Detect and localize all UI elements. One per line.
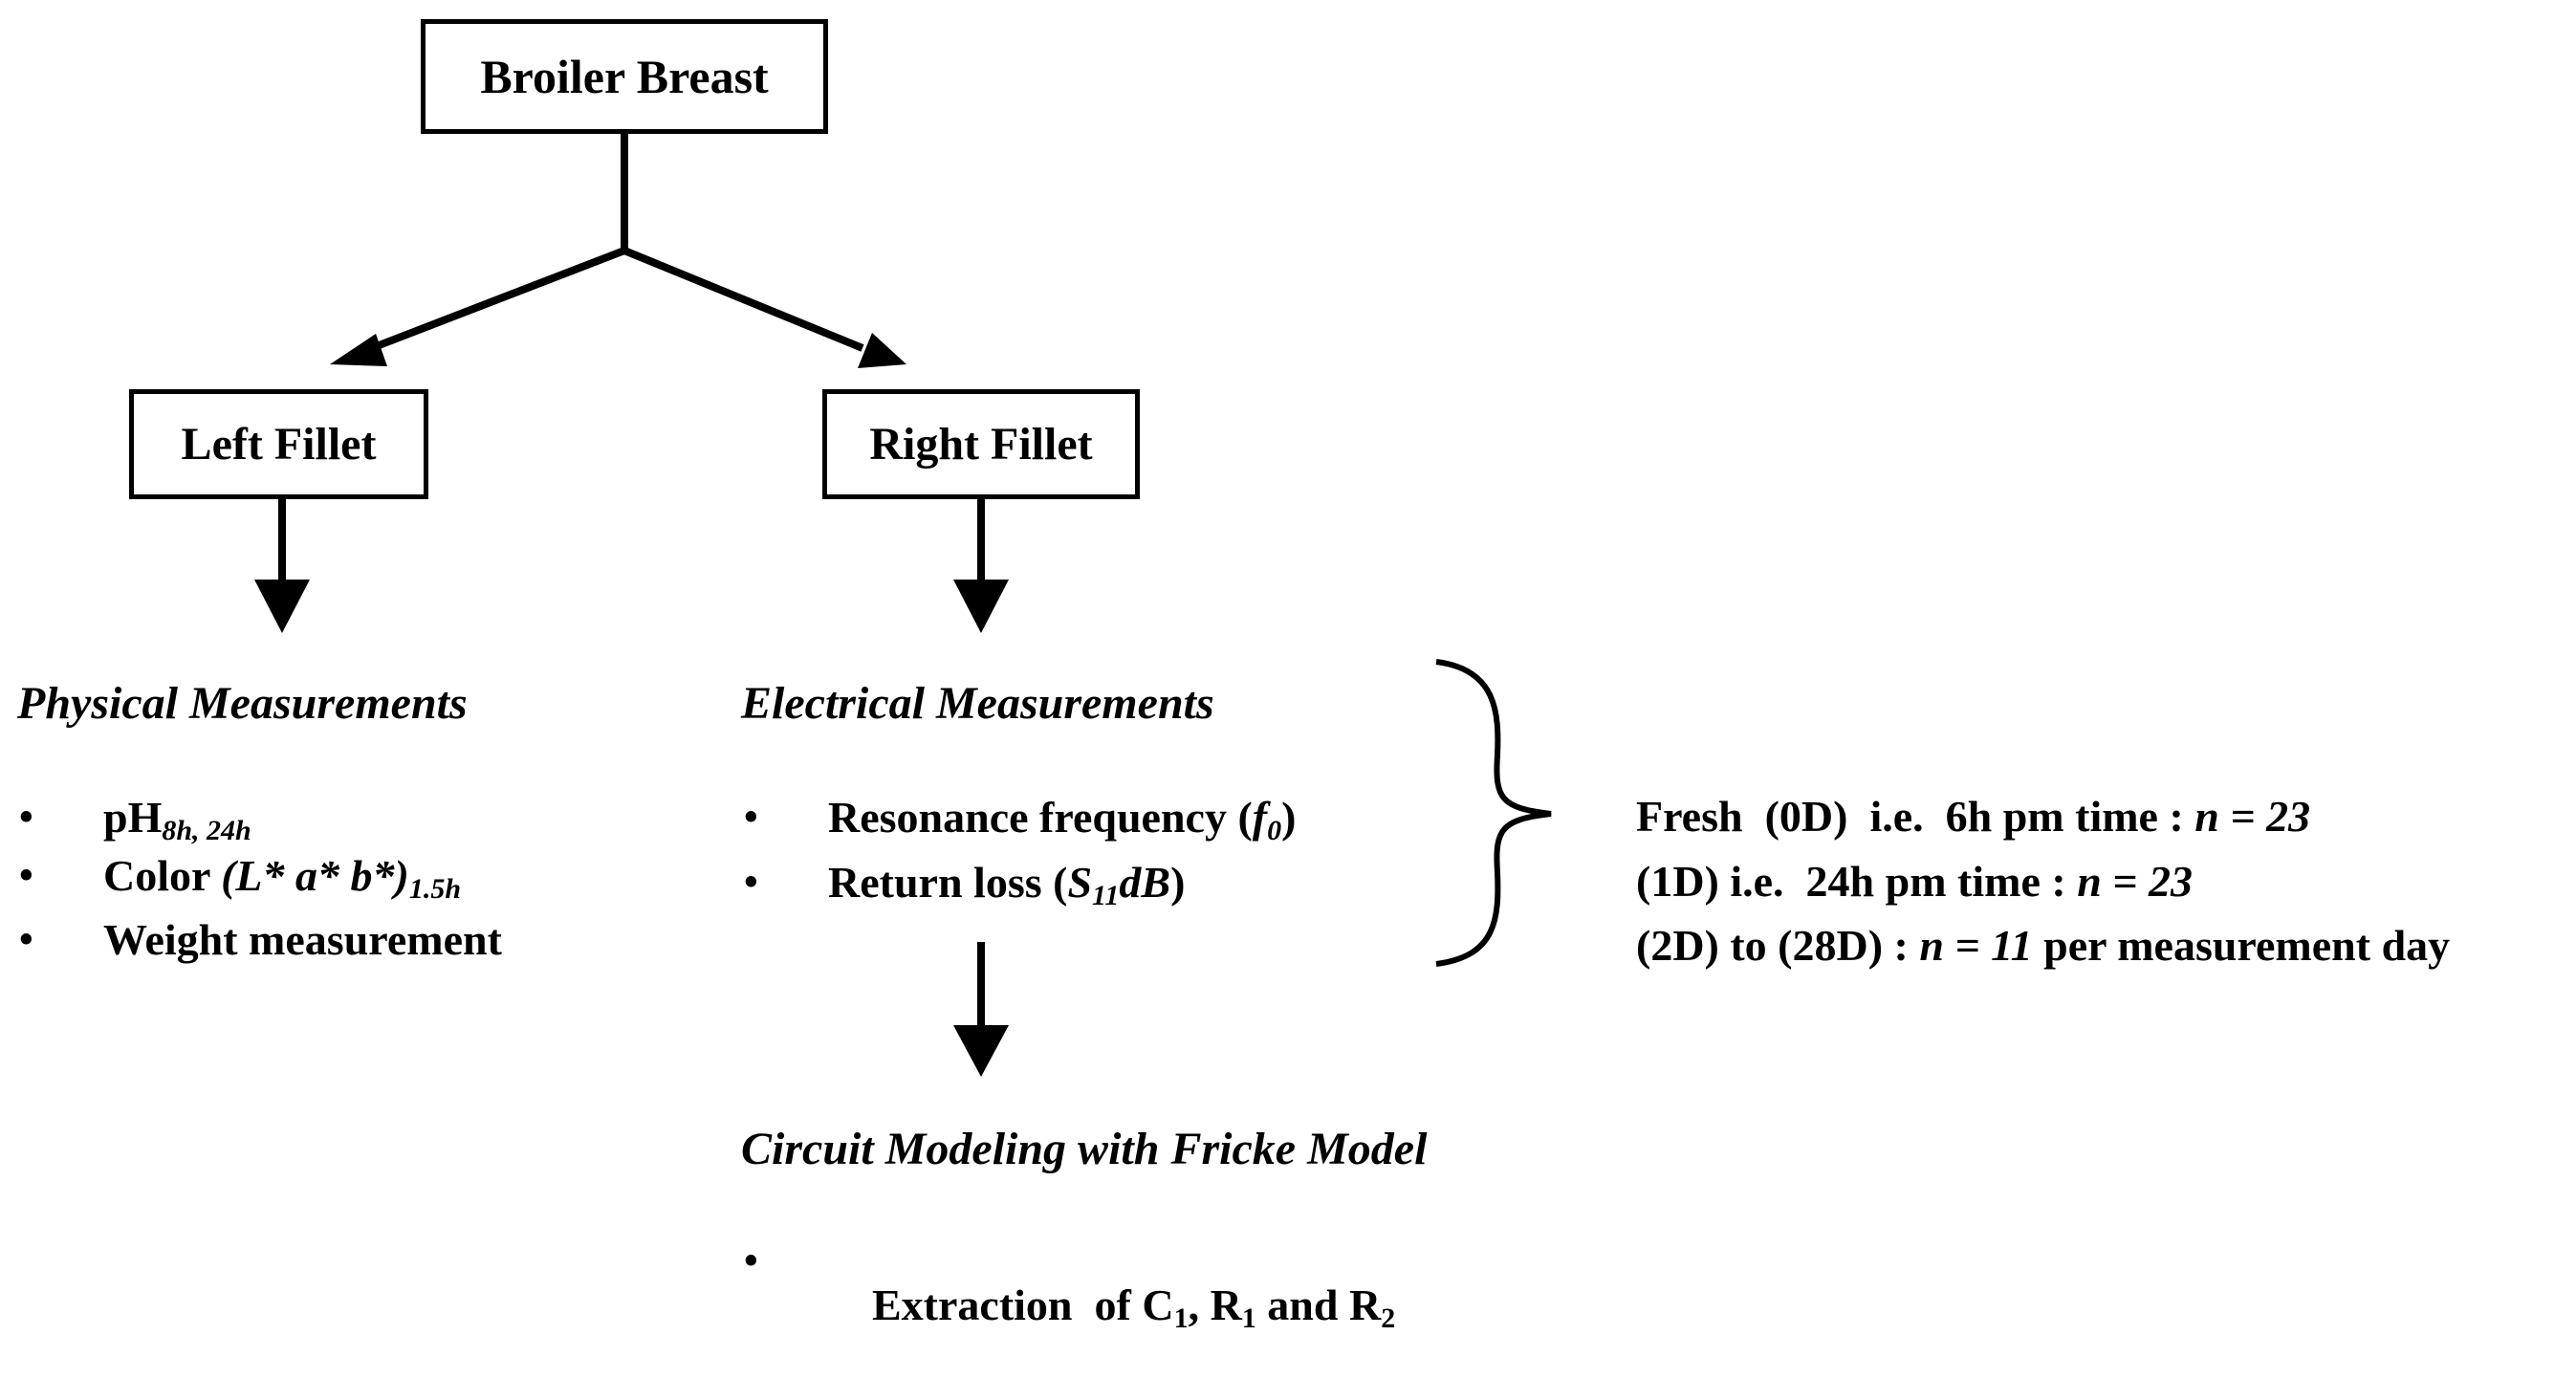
extraction-prefix: Extraction of C: [872, 1280, 1174, 1329]
return-close-paren: ): [1170, 858, 1186, 907]
ph-label: pH: [103, 793, 163, 842]
sample-line-2d-28d-tail: per measurement day: [2032, 921, 2451, 970]
sample-line-2d-28d: (2D) to (28D) : n = 11 per measurement d…: [1592, 880, 2450, 1012]
node-broiler-breast: Broiler Breast: [421, 19, 828, 134]
curly-brace: [1435, 659, 1552, 967]
c1-subscript: 1: [1173, 1302, 1189, 1334]
bullet-return-loss: •: [744, 861, 758, 905]
arrowhead-circuit: [953, 1025, 1009, 1077]
return-loss-label: Return loss: [828, 858, 1042, 907]
sample-line-fresh-n: n = 23: [2194, 792, 2311, 841]
bullet-ph: •: [19, 796, 33, 840]
return-unit: dB: [1119, 858, 1171, 907]
physical-measurements-heading: Physical Measurements: [17, 678, 468, 729]
return-symbol: S: [1067, 858, 1093, 907]
measurement-flowchart: Broiler Breast Left Fillet Right Fillet …: [17, 19, 2450, 1333]
ph-item: pH8h, 24h: [103, 796, 251, 845]
arrowhead-right-fillet: [858, 333, 906, 368]
node-right-fillet: Right Fillet: [822, 389, 1140, 499]
bullet-extraction: •: [744, 1239, 758, 1283]
color-variables: (L* a* b*): [221, 851, 409, 900]
sample-line-1d-n: n = 23: [2077, 857, 2193, 906]
sample-line-1d: (1D) i.e. 24h pm time : n = 23: [1592, 816, 2193, 948]
extraction-sep1: , R: [1188, 1280, 1242, 1329]
extraction-sep2: and R: [1255, 1280, 1382, 1329]
arrow-to-left-fillet: [350, 247, 626, 360]
r1-subscript: 1: [1241, 1302, 1256, 1334]
electrical-measurements-heading: Electrical Measurements: [741, 678, 1214, 729]
sample-line-1d-text: (1D) i.e. 24h pm time :: [1636, 857, 2078, 906]
extraction-item: Extraction of C1, R1 and R2: [828, 1239, 1395, 1377]
sample-line-fresh: Fresh (0D) i.e. 6h pm time : n = 23: [1592, 751, 2310, 883]
resonance-symbol: f: [1252, 793, 1268, 842]
circuit-modeling-heading: Circuit Modeling with Fricke Model: [741, 1124, 1428, 1174]
arrowhead-left-fillet: [330, 334, 387, 366]
sample-line-2d-28d-n: n = 11: [1919, 921, 2033, 970]
resonance-open-paren: (: [1237, 793, 1253, 842]
sample-line-fresh-text: Fresh (0D) i.e. 6h pm time :: [1636, 792, 2195, 841]
sample-line-2d-28d-text: (2D) to (28D) :: [1636, 921, 1920, 970]
return-loss-item: Return loss (S11dB): [828, 861, 1185, 910]
resonance-label: Resonance frequency: [828, 793, 1227, 842]
ph-subscript: 8h, 24h: [162, 815, 251, 846]
weight-item: Weight measurement: [103, 915, 502, 964]
resonance-subscript: 0: [1267, 815, 1282, 846]
return-open-paren: (: [1053, 858, 1068, 907]
bullet-color: •: [19, 854, 33, 898]
bullet-weight: •: [19, 918, 33, 962]
color-item: Color (L* a* b*)1.5h: [103, 854, 461, 904]
node-left-fillet: Left Fillet: [129, 389, 428, 499]
arrowhead-electrical: [953, 580, 1009, 633]
color-label: Color: [103, 851, 210, 900]
r2-subscript: 2: [1381, 1302, 1396, 1334]
return-subscript: 11: [1092, 880, 1120, 911]
arrow-to-right-fillet: [622, 247, 864, 352]
connector-layer: [254, 134, 1552, 1077]
resonance-item: Resonance frequency (f0): [828, 796, 1296, 845]
color-subscript: 1.5h: [408, 873, 462, 905]
arrowhead-physical: [254, 580, 310, 633]
resonance-close-paren: ): [1281, 793, 1297, 842]
bullet-resonance: •: [744, 796, 758, 840]
